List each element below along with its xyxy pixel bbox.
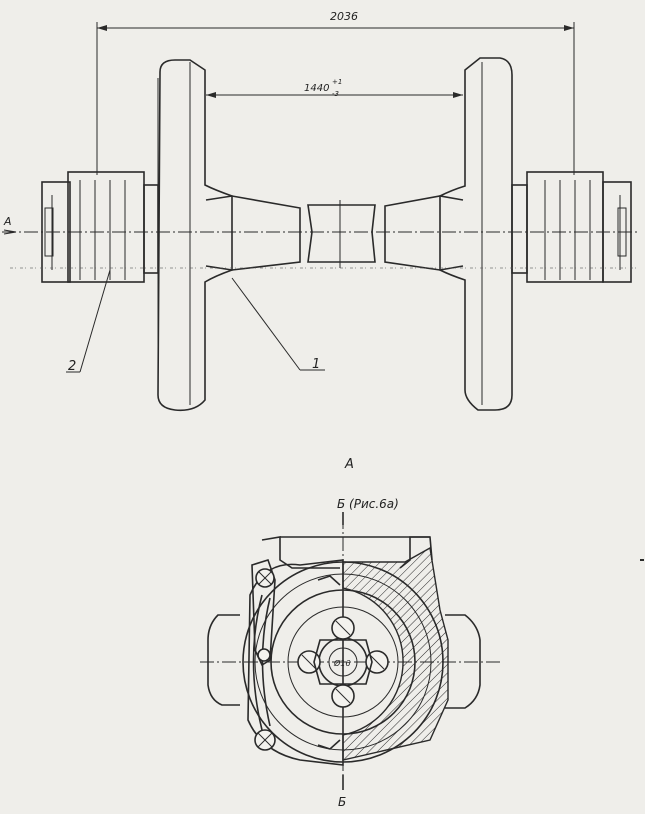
callout-1-label: 1 (312, 357, 320, 372)
left-axle-box (41, 171, 159, 283)
dimension-inner-tol-upper: +1 (332, 78, 342, 86)
section-b-bottom-label: Б (338, 795, 346, 809)
callout-1: 1 (231, 277, 325, 372)
center-mark: Ø16 (333, 658, 350, 668)
axle (205, 195, 464, 271)
dimension-inner: 1440 +1 -3 (206, 78, 463, 98)
dimension-inner-label: 1440 (304, 83, 329, 94)
right-axle-box (511, 171, 632, 283)
section-b-top-label: Б (Рис.6а) (337, 497, 399, 511)
view-a-title: А (344, 457, 354, 472)
dimension-overall: 2036 (96, 10, 575, 175)
callout-2: 2 (66, 269, 111, 374)
right-wheel (439, 57, 513, 411)
left-wheel (157, 59, 233, 412)
dimension-inner-tol-lower: -3 (332, 90, 339, 98)
callout-2-label: 2 (68, 359, 76, 374)
view-arrow-label: A (3, 215, 12, 228)
dimension-overall-label: 2036 (330, 10, 358, 23)
wheelset-side-view: 2036 1440 +1 -3 A (2, 10, 640, 412)
axle-box-end-view: Ø16 (200, 512, 500, 790)
